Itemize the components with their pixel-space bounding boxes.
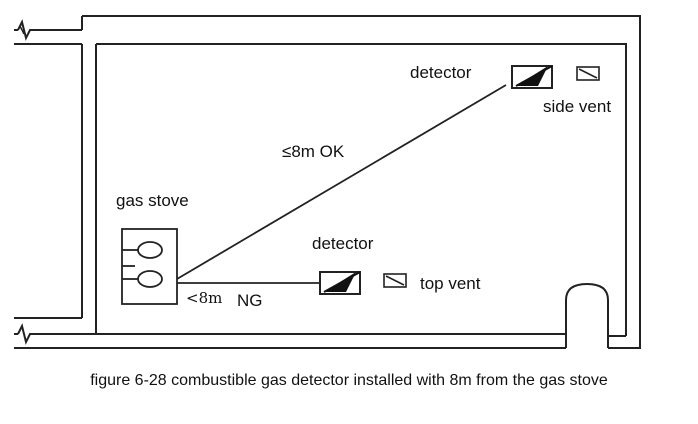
side-vent-label: side vent bbox=[543, 97, 612, 116]
wall-break-marks bbox=[19, 25, 25, 35]
ok-distance-line bbox=[176, 84, 507, 280]
detector-top-symbol bbox=[511, 65, 553, 89]
gas-stove-symbol bbox=[121, 228, 178, 305]
figure-caption: figure 6-28 combustible gas detector ins… bbox=[90, 372, 608, 389]
side-vent-symbol bbox=[576, 66, 600, 81]
ok-distance-label: ≤8m OK bbox=[282, 142, 345, 161]
detector-top-label: detector bbox=[410, 63, 472, 82]
top-vent-symbol bbox=[383, 273, 407, 288]
ng-distance-prefix-label: <8m bbox=[186, 289, 223, 307]
gas-stove-label: gas stove bbox=[116, 191, 189, 210]
detector-bottom-label: detector bbox=[312, 234, 374, 253]
room-walls bbox=[14, 15, 641, 349]
top-vent-label: top vent bbox=[420, 274, 481, 293]
distance-lines bbox=[176, 84, 507, 284]
ng-distance-label: NG bbox=[237, 291, 263, 310]
detector-bottom-symbol bbox=[319, 271, 361, 295]
